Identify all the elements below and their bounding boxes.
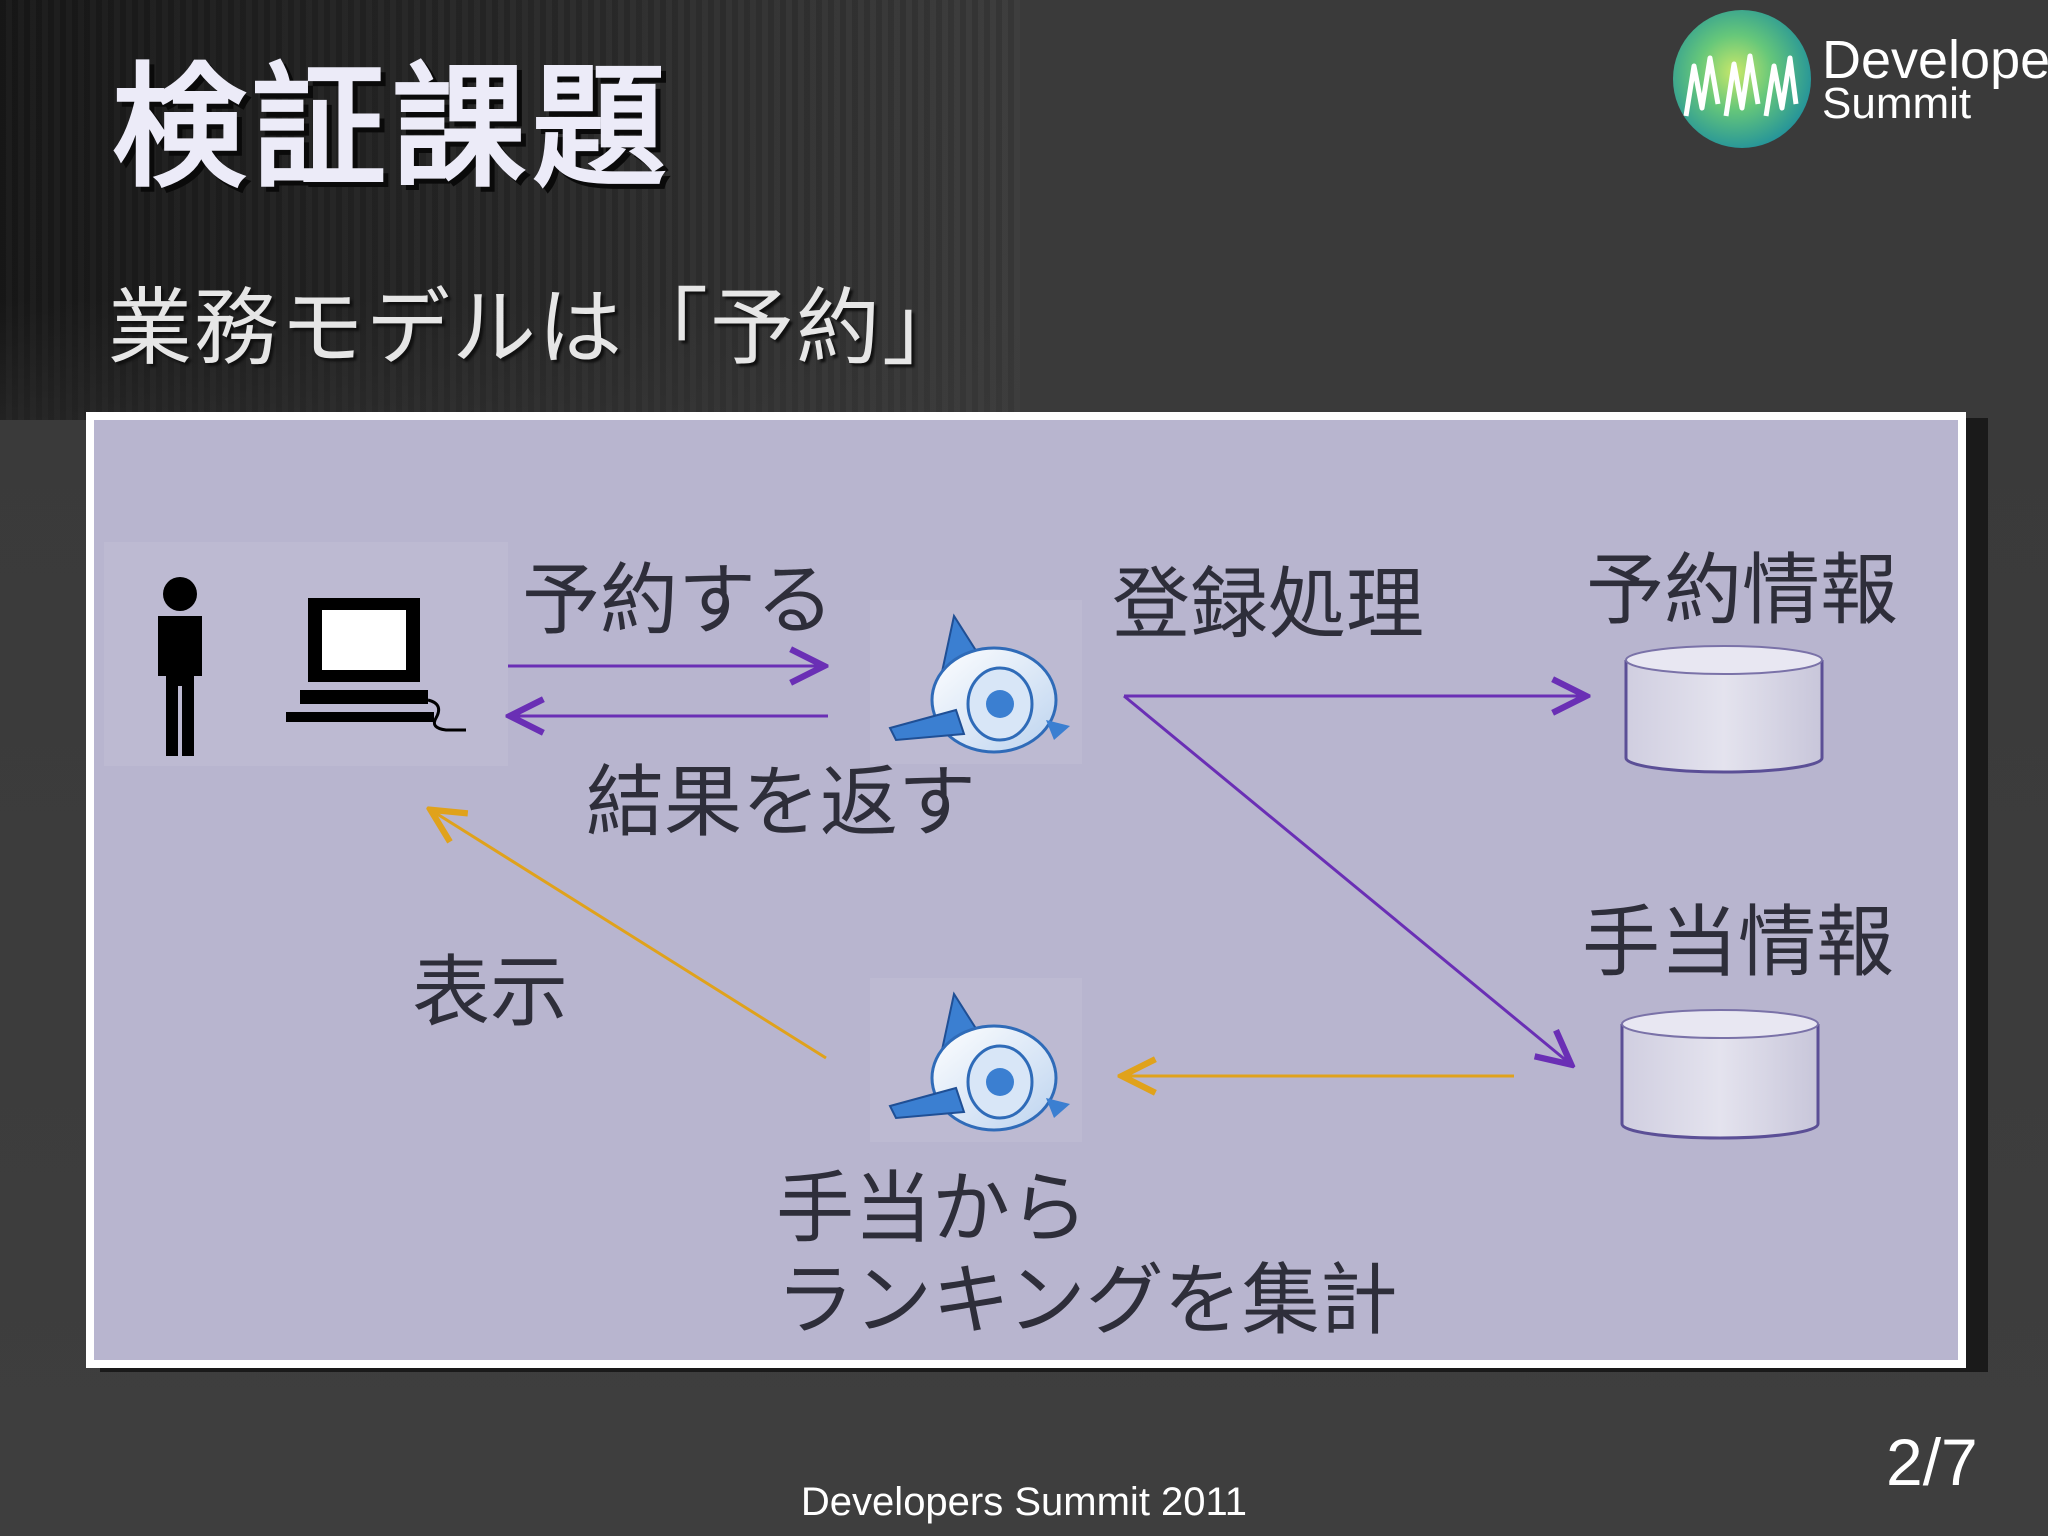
slide-title: 検証課題	[112, 50, 673, 206]
app-engine-icon	[870, 978, 1082, 1142]
app-engine-icon	[870, 600, 1082, 764]
label-reservation-info: 予約情報	[1586, 546, 1899, 636]
computer-icon	[286, 598, 466, 732]
allowance-arrow	[1123, 694, 1568, 1062]
label-display: 表示	[412, 948, 569, 1038]
logo-line1: Developers	[1822, 30, 2048, 90]
database-icon	[1620, 1009, 1820, 1140]
person-icon	[158, 577, 202, 756]
page-number: 2/7	[1886, 1425, 1978, 1499]
display-arrow	[434, 812, 827, 1060]
database-icon	[1624, 645, 1824, 774]
label-register: 登録処理	[1112, 560, 1425, 650]
label-aggregate-line1: 手当から	[776, 1164, 1089, 1254]
developers-summit-logo	[1673, 10, 1811, 148]
label-aggregate-line2: ランキングを集計	[776, 1256, 1398, 1346]
label-allowance-info: 手当情報	[1582, 898, 1895, 988]
slide-subtitle: 業務モデルは「予約」	[108, 279, 969, 377]
footer-text: Developers Summit 2011	[800, 1480, 1248, 1524]
label-reserve: 予約する	[522, 556, 835, 646]
logo-text: Developers Summit	[1822, 30, 2048, 128]
logo-line2: Summit	[1822, 79, 1972, 128]
label-return-result: 結果を返す	[586, 758, 977, 848]
